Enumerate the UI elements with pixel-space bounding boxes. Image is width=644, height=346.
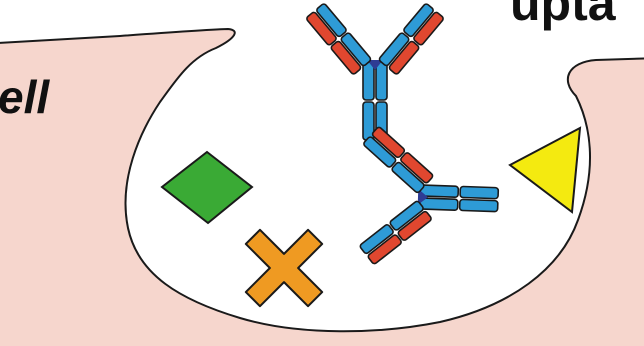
antibody-stem-segment [460, 199, 498, 211]
antibody-stem-segment [420, 198, 458, 210]
green-diamond-icon [162, 152, 252, 223]
uptake-label: upta [510, 0, 617, 31]
cell-label: ell [0, 71, 50, 123]
orange-cross-icon [222, 206, 346, 330]
antibody-icon [306, 3, 445, 140]
antibody-stem-segment [363, 62, 374, 100]
antibody-stem-segment [376, 62, 387, 100]
antibody-stem-segment [460, 186, 498, 198]
antibody-icon [359, 126, 501, 269]
yellow-triangle-icon [510, 128, 580, 212]
